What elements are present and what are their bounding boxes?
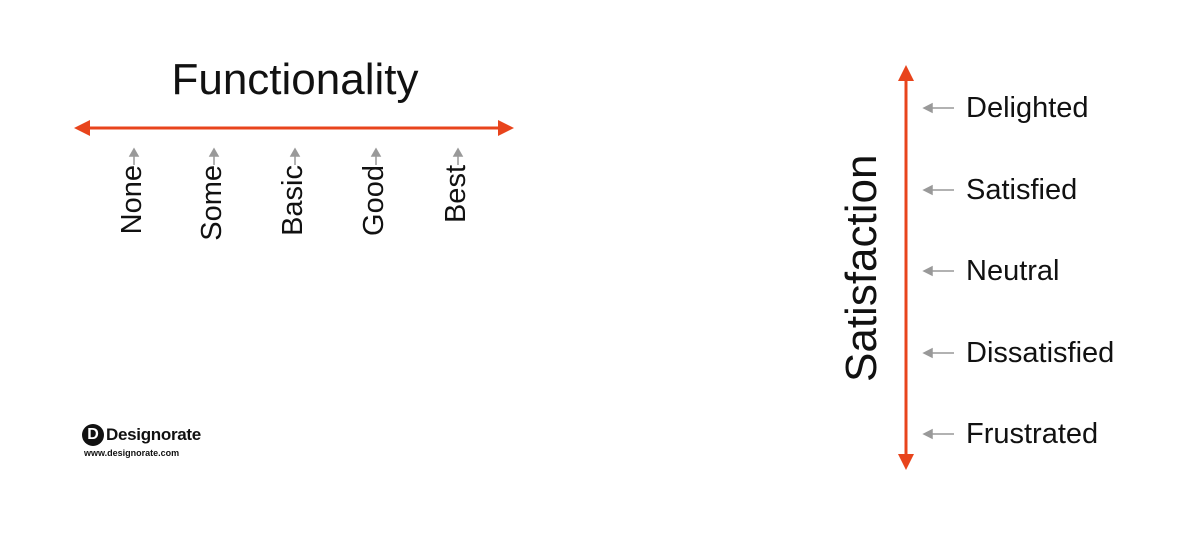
satisfaction-level-label: Delighted — [966, 92, 1089, 124]
logo-mark-icon: D — [82, 424, 104, 446]
functionality-level-label: Some — [196, 165, 228, 241]
functionality-level-label: Basic — [277, 165, 309, 236]
satisfaction-level-label: Dissatisfied — [966, 337, 1115, 369]
satisfaction-level-label: Neutral — [966, 255, 1060, 287]
functionality-level-label: Best — [440, 165, 472, 224]
functionality-title: Functionality — [171, 55, 419, 104]
satisfaction-title: Satisfaction — [837, 154, 886, 382]
level-pointer-icon — [922, 102, 954, 440]
logo-name: Designorate — [106, 425, 201, 444]
functionality-level-label: Good — [358, 165, 390, 236]
logo-url: www.designorate.com — [84, 448, 180, 458]
functionality-level-label: None — [116, 165, 148, 235]
satisfaction-level-label: Satisfied — [966, 174, 1078, 206]
level-pointer-icon — [128, 147, 464, 165]
satisfaction-axis — [898, 65, 914, 470]
satisfaction-level-label: Frustrated — [966, 418, 1099, 450]
functionality-axis — [74, 120, 514, 136]
